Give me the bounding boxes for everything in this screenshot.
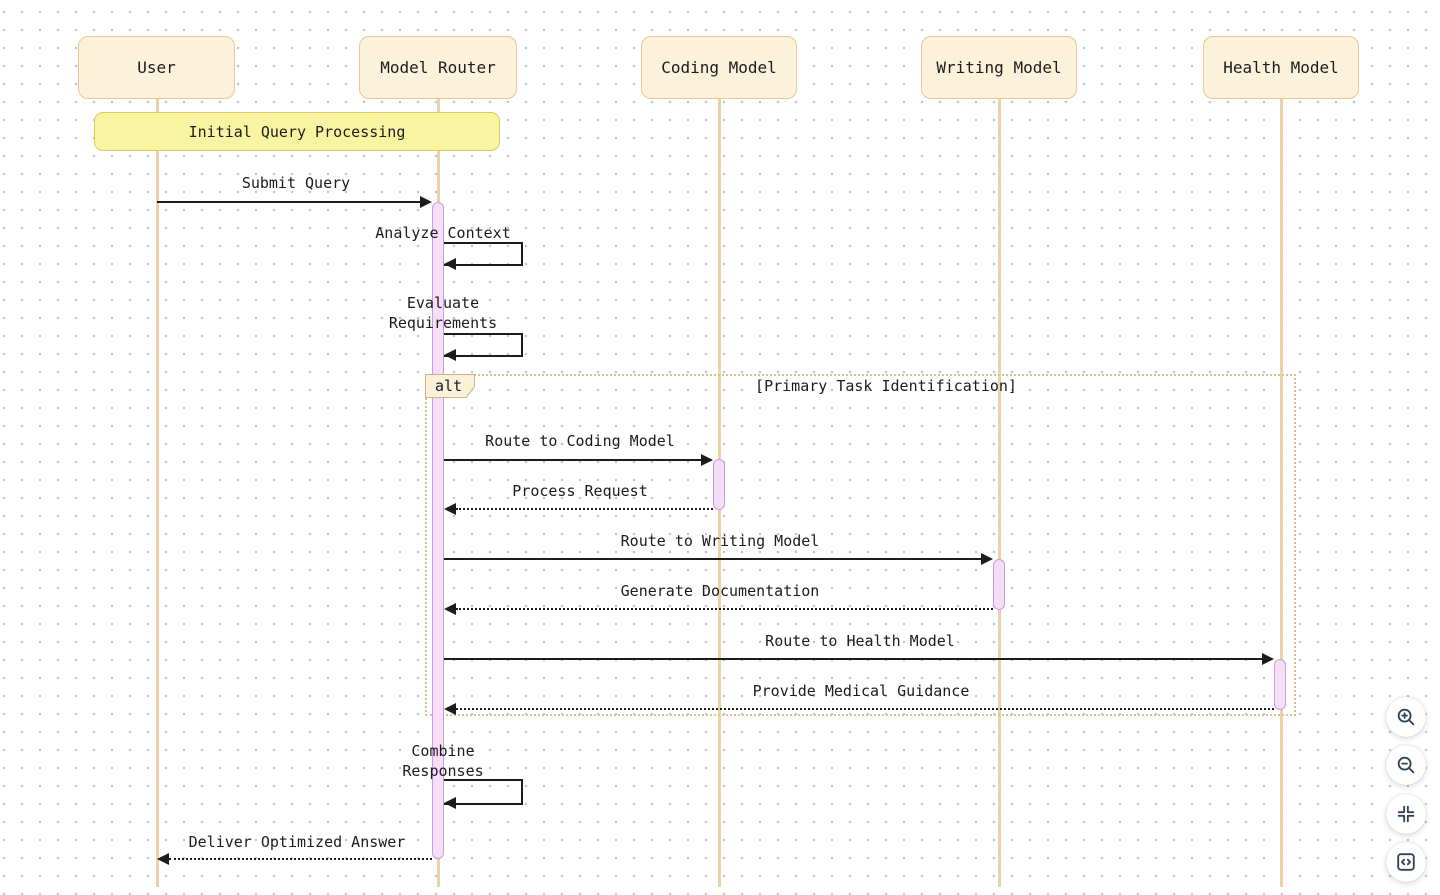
zoom-out-button[interactable]: [1386, 745, 1426, 785]
zoom-in-icon: [1395, 706, 1417, 728]
arrowhead-combine-responses: [444, 797, 456, 809]
activation-writing-model: [993, 559, 1005, 610]
arrow-provide-medical-guidance: [456, 708, 1274, 710]
message-label-evaluate-requirements: Evaluate Requirements: [388, 294, 498, 332]
arrowhead-evaluate-requirements: [444, 349, 456, 361]
note-initial-query-processing: Initial Query Processing: [94, 112, 500, 151]
alt-fragment-tab-label: alt: [426, 375, 474, 397]
arrowhead-route-coding: [701, 454, 713, 466]
code-icon: [1395, 851, 1417, 873]
message-label-analyze-context: Analyze Context: [375, 224, 511, 242]
arrow-submit-query: [157, 201, 422, 203]
code-view-button[interactable]: [1386, 842, 1426, 882]
alt-fragment-box: [425, 374, 1296, 716]
zoom-in-button[interactable]: [1386, 697, 1426, 737]
arrow-process-request: [456, 508, 713, 510]
zoom-out-icon: [1395, 754, 1417, 776]
participant-user-label: User: [137, 58, 176, 77]
message-label-deliver-optimized-answer: Deliver Optimized Answer: [188, 833, 406, 851]
arrowhead-deliver-optimized-answer: [157, 853, 169, 865]
participant-coding-model-label: Coding Model: [661, 58, 777, 77]
message-label-process-request: Process Request: [512, 482, 648, 500]
arrowhead-route-writing: [981, 553, 993, 565]
message-label-route-coding: Route to Coding Model: [485, 432, 675, 450]
participant-health-model-label: Health Model: [1223, 58, 1339, 77]
arrow-route-health: [444, 658, 1262, 660]
participant-coding-model: Coding Model: [641, 36, 797, 99]
activation-model-router: [432, 202, 444, 859]
arrowhead-provide-medical-guidance: [444, 703, 456, 715]
arrow-analyze-context: [444, 242, 523, 266]
participant-model-router: Model Router: [359, 36, 517, 99]
lifeline-user: [156, 99, 159, 887]
message-label-combine-responses: Combine Responses: [402, 742, 484, 780]
alt-fragment-tab: alt: [425, 374, 475, 398]
arrow-deliver-optimized-answer: [169, 858, 432, 860]
participant-writing-model: Writing Model: [921, 36, 1077, 99]
arrowhead-analyze-context: [444, 258, 456, 270]
arrow-route-writing: [444, 558, 981, 560]
fit-view-button[interactable]: [1386, 794, 1426, 834]
activation-coding-model: [713, 459, 725, 510]
participant-health-model: Health Model: [1203, 36, 1359, 99]
arrowhead-generate-documentation: [444, 603, 456, 615]
arrow-evaluate-requirements: [444, 333, 523, 357]
message-label-generate-documentation: Generate Documentation: [620, 582, 820, 600]
participant-model-router-label: Model Router: [380, 58, 496, 77]
participant-writing-model-label: Writing Model: [936, 58, 1062, 77]
message-label-route-health: Route to Health Model: [765, 632, 955, 650]
arrow-combine-responses: [444, 779, 523, 805]
lifeline-writing-model: [998, 99, 1001, 887]
participant-user: User: [78, 36, 235, 99]
arrow-generate-documentation: [456, 608, 993, 610]
arrowhead-route-health: [1262, 653, 1274, 665]
activation-health-model: [1274, 659, 1286, 710]
alt-condition-label: [Primary Task Identification]: [755, 377, 1017, 395]
message-label-route-writing: Route to Writing Model: [620, 532, 820, 550]
message-label-submit-query: Submit Query: [241, 174, 351, 192]
arrowhead-process-request: [444, 503, 456, 515]
message-label-provide-medical-guidance: Provide Medical Guidance: [752, 682, 970, 700]
note-text: Initial Query Processing: [188, 122, 406, 141]
lifeline-health-model: [1280, 99, 1283, 887]
arrowhead-submit-query: [420, 196, 432, 208]
fit-view-icon: [1395, 803, 1417, 825]
arrow-route-coding: [444, 459, 701, 461]
